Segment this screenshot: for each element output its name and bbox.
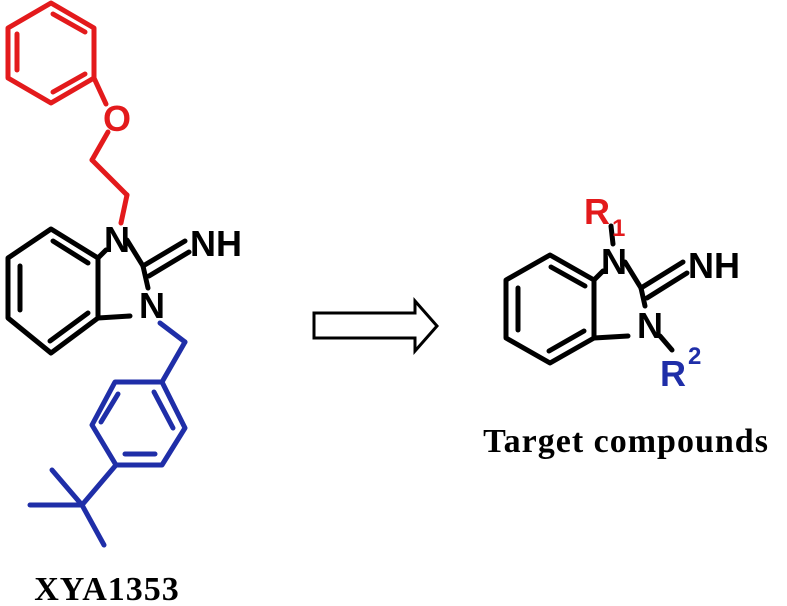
r2-substituent-label: R	[660, 353, 686, 394]
r1-substituent-label: R	[584, 191, 610, 232]
compound-name-label: XYA1353	[34, 571, 180, 606]
target-compounds-caption: Target compounds	[483, 423, 769, 460]
hollow-right-arrow-icon	[312, 297, 439, 355]
target-nitrogen-atom-label-1: N	[601, 241, 627, 282]
tert-butylbenzyl-group	[27, 320, 188, 548]
ethoxy-linker	[89, 75, 130, 226]
benzimidazole-core	[5, 226, 192, 356]
r1-subscript-label: 1	[612, 215, 625, 242]
imine-nh-label: NH	[190, 223, 242, 264]
nitrogen-atom-label-2: N	[139, 285, 165, 326]
target-imine-nh-label: NH	[688, 245, 740, 286]
oxygen-atom-label: O	[103, 98, 131, 139]
left-molecule: O N N NH XY	[5, 0, 242, 606]
right-molecule: N N NH R 1 R 2 Target compounds	[483, 191, 769, 460]
target-nitrogen-atom-label-2: N	[637, 305, 663, 346]
target-benzimidazole-core	[503, 223, 690, 366]
nitrogen-atom-label-1: N	[104, 219, 130, 260]
phenoxy-ring	[5, 0, 97, 106]
r2-superscript-label: 2	[688, 343, 701, 370]
